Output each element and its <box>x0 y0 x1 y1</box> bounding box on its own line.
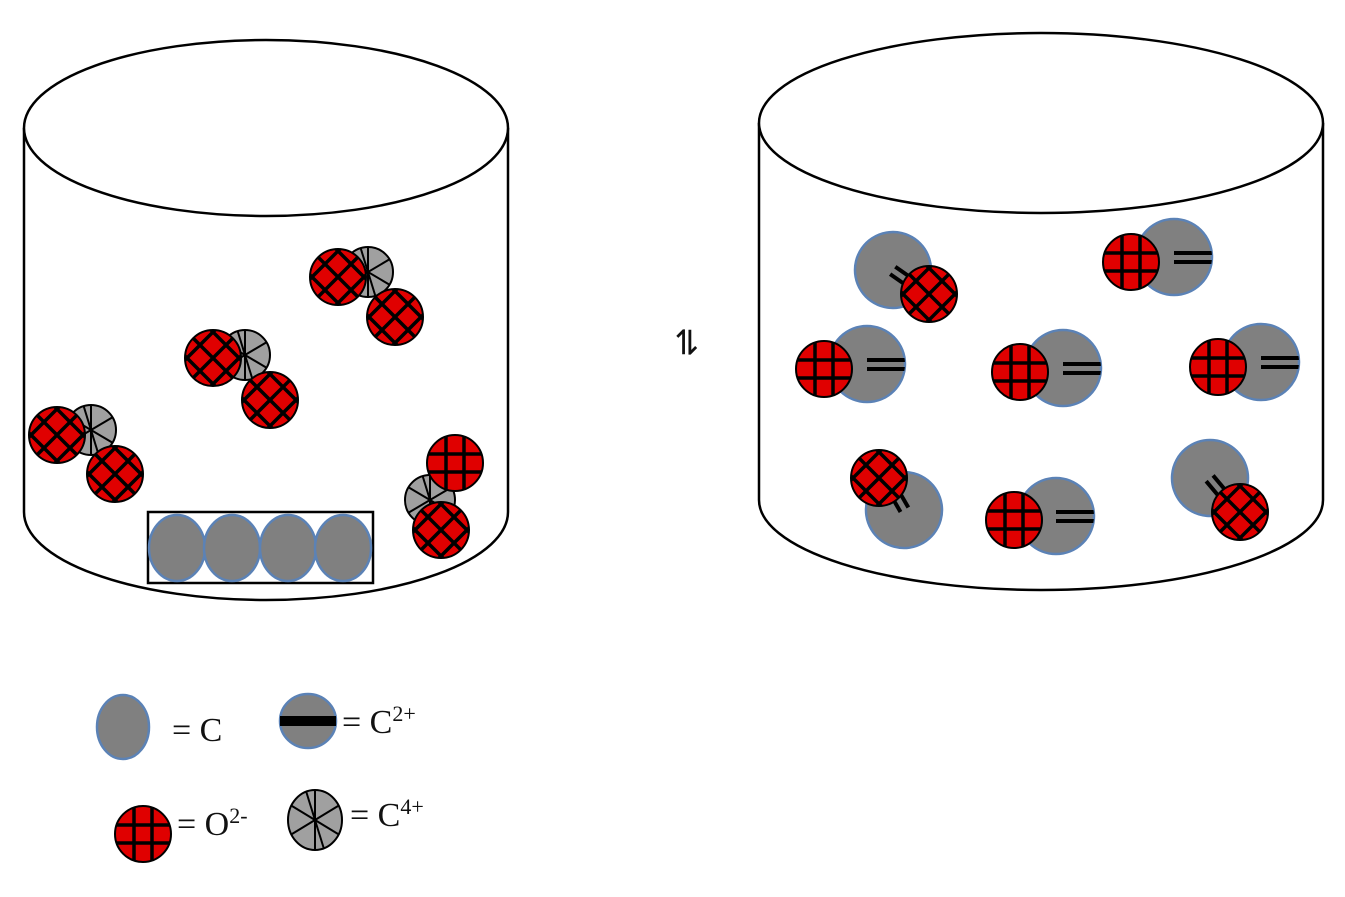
legend-label: = C4+ <box>350 794 424 834</box>
legend-label: = O2- <box>177 803 248 843</box>
legend-label: = C2+ <box>342 701 416 741</box>
legend-item-c4plus: = C4+ <box>287 789 424 851</box>
oxygen-ion-icon <box>113 804 173 864</box>
c4-ion-icon <box>287 789 343 851</box>
carbon-atom <box>202 513 262 583</box>
legend-label: = C <box>172 712 222 749</box>
right-container-top <box>757 31 1325 215</box>
carbon-atom <box>313 513 373 583</box>
c2-ion-icon <box>278 692 338 750</box>
legend-item-o2minus: = O2- <box>113 803 248 864</box>
legend-item-carbon: = C <box>95 693 222 761</box>
carbon-atom <box>258 513 318 583</box>
carbon-atom <box>147 513 207 583</box>
carbon-icon <box>95 693 151 761</box>
left-container-top <box>22 38 510 218</box>
solid-carbon-group <box>146 510 375 585</box>
legend-item-c2plus: = C2+ <box>278 692 416 750</box>
equilibrium-arrow: ⇌ <box>667 328 707 357</box>
legend: = C = C2+ = O2- <box>95 692 424 864</box>
